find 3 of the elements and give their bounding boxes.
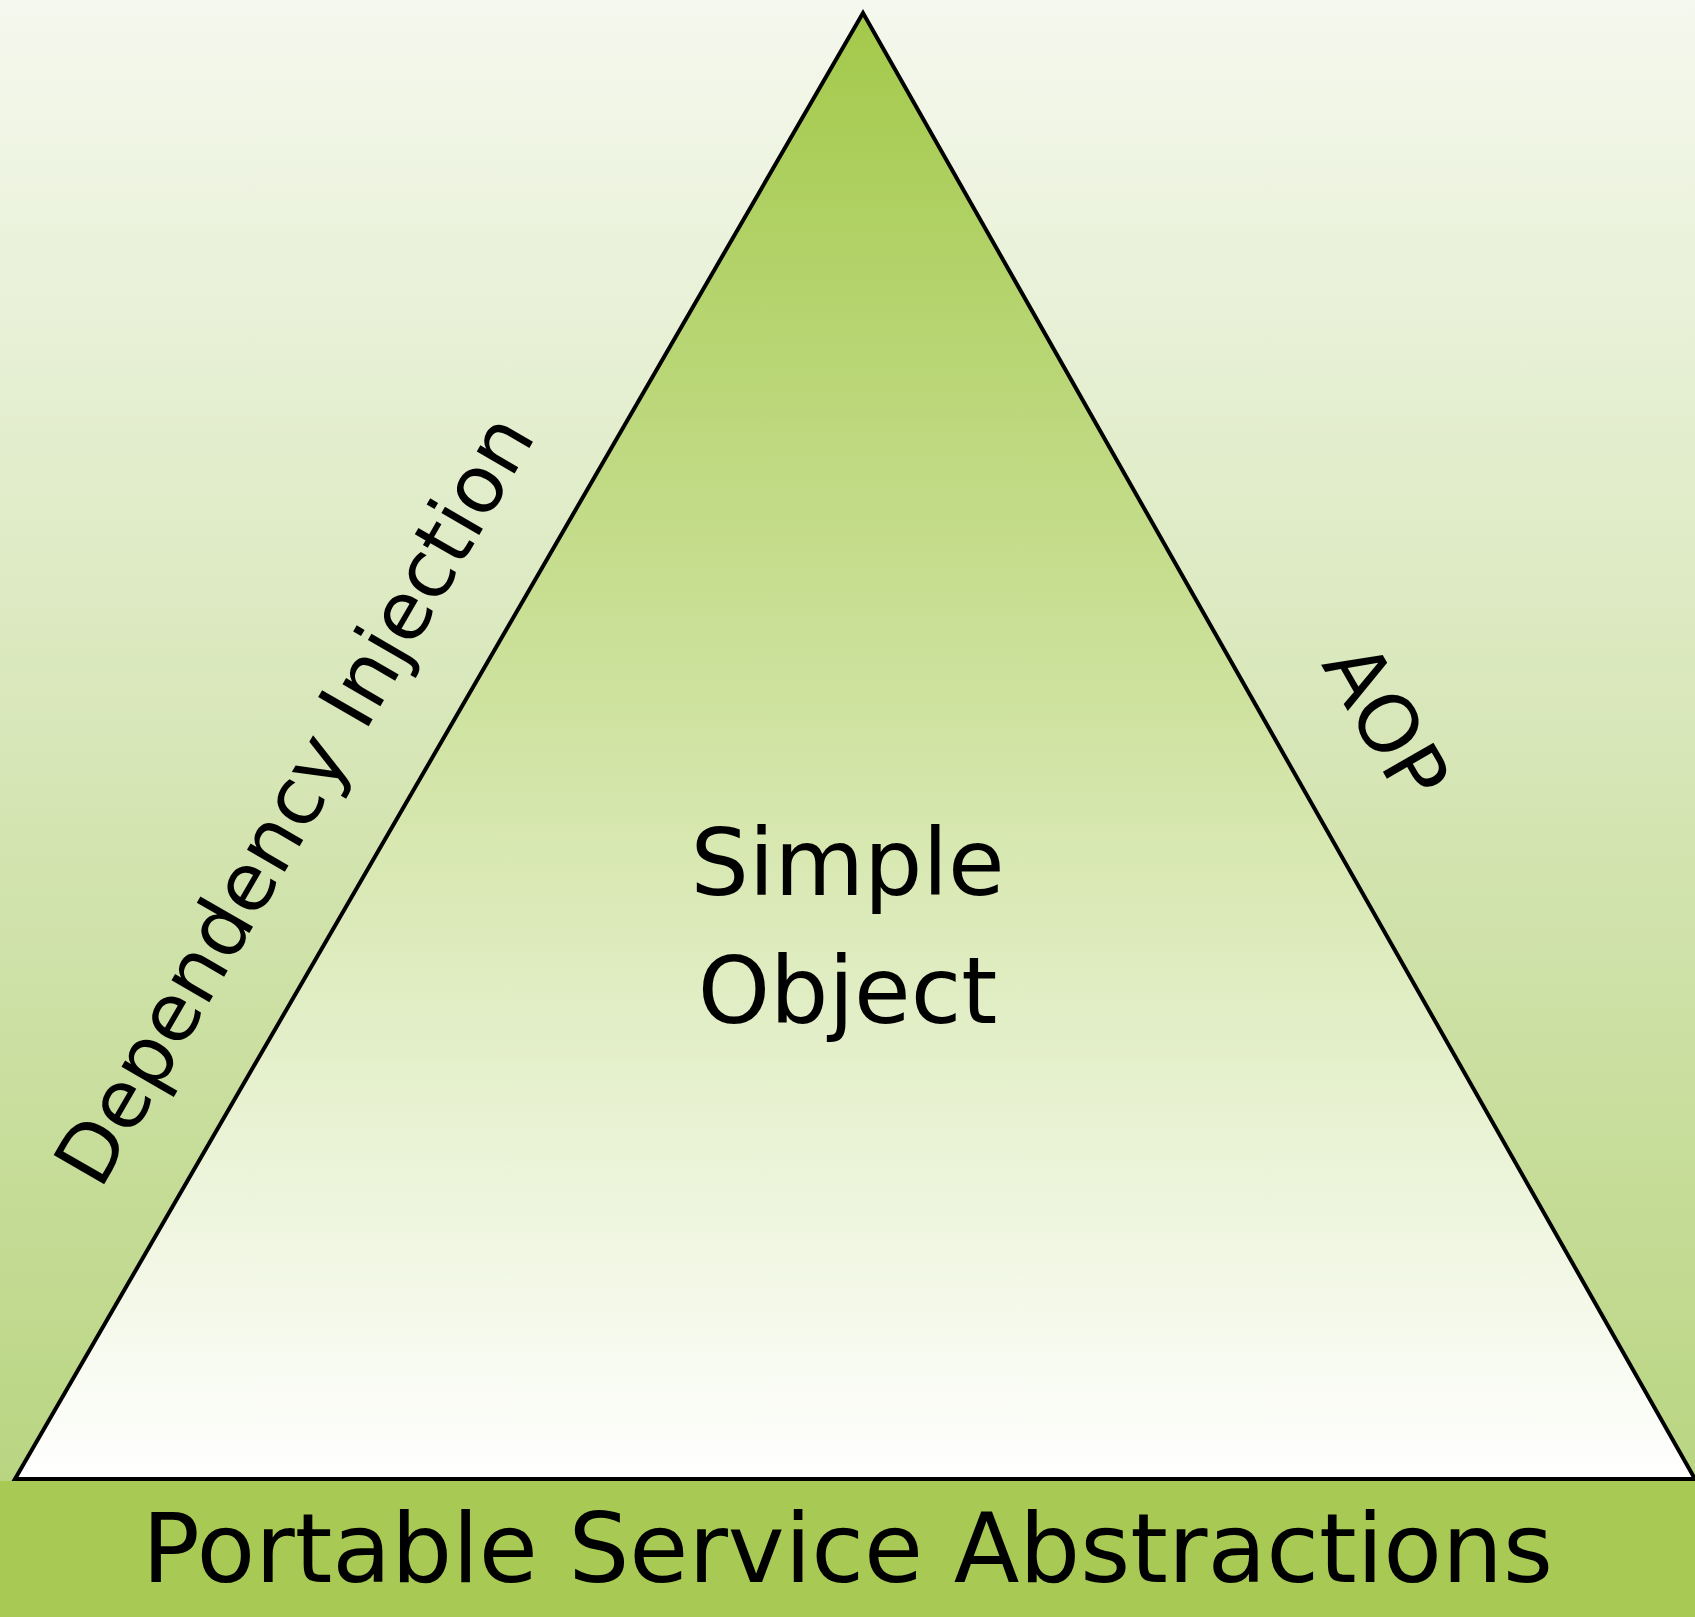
triangle-label: Simple Object [689,809,1006,1047]
base-band: Portable Service Abstractions [0,1481,1695,1617]
side-label: AOP [1309,630,1461,814]
